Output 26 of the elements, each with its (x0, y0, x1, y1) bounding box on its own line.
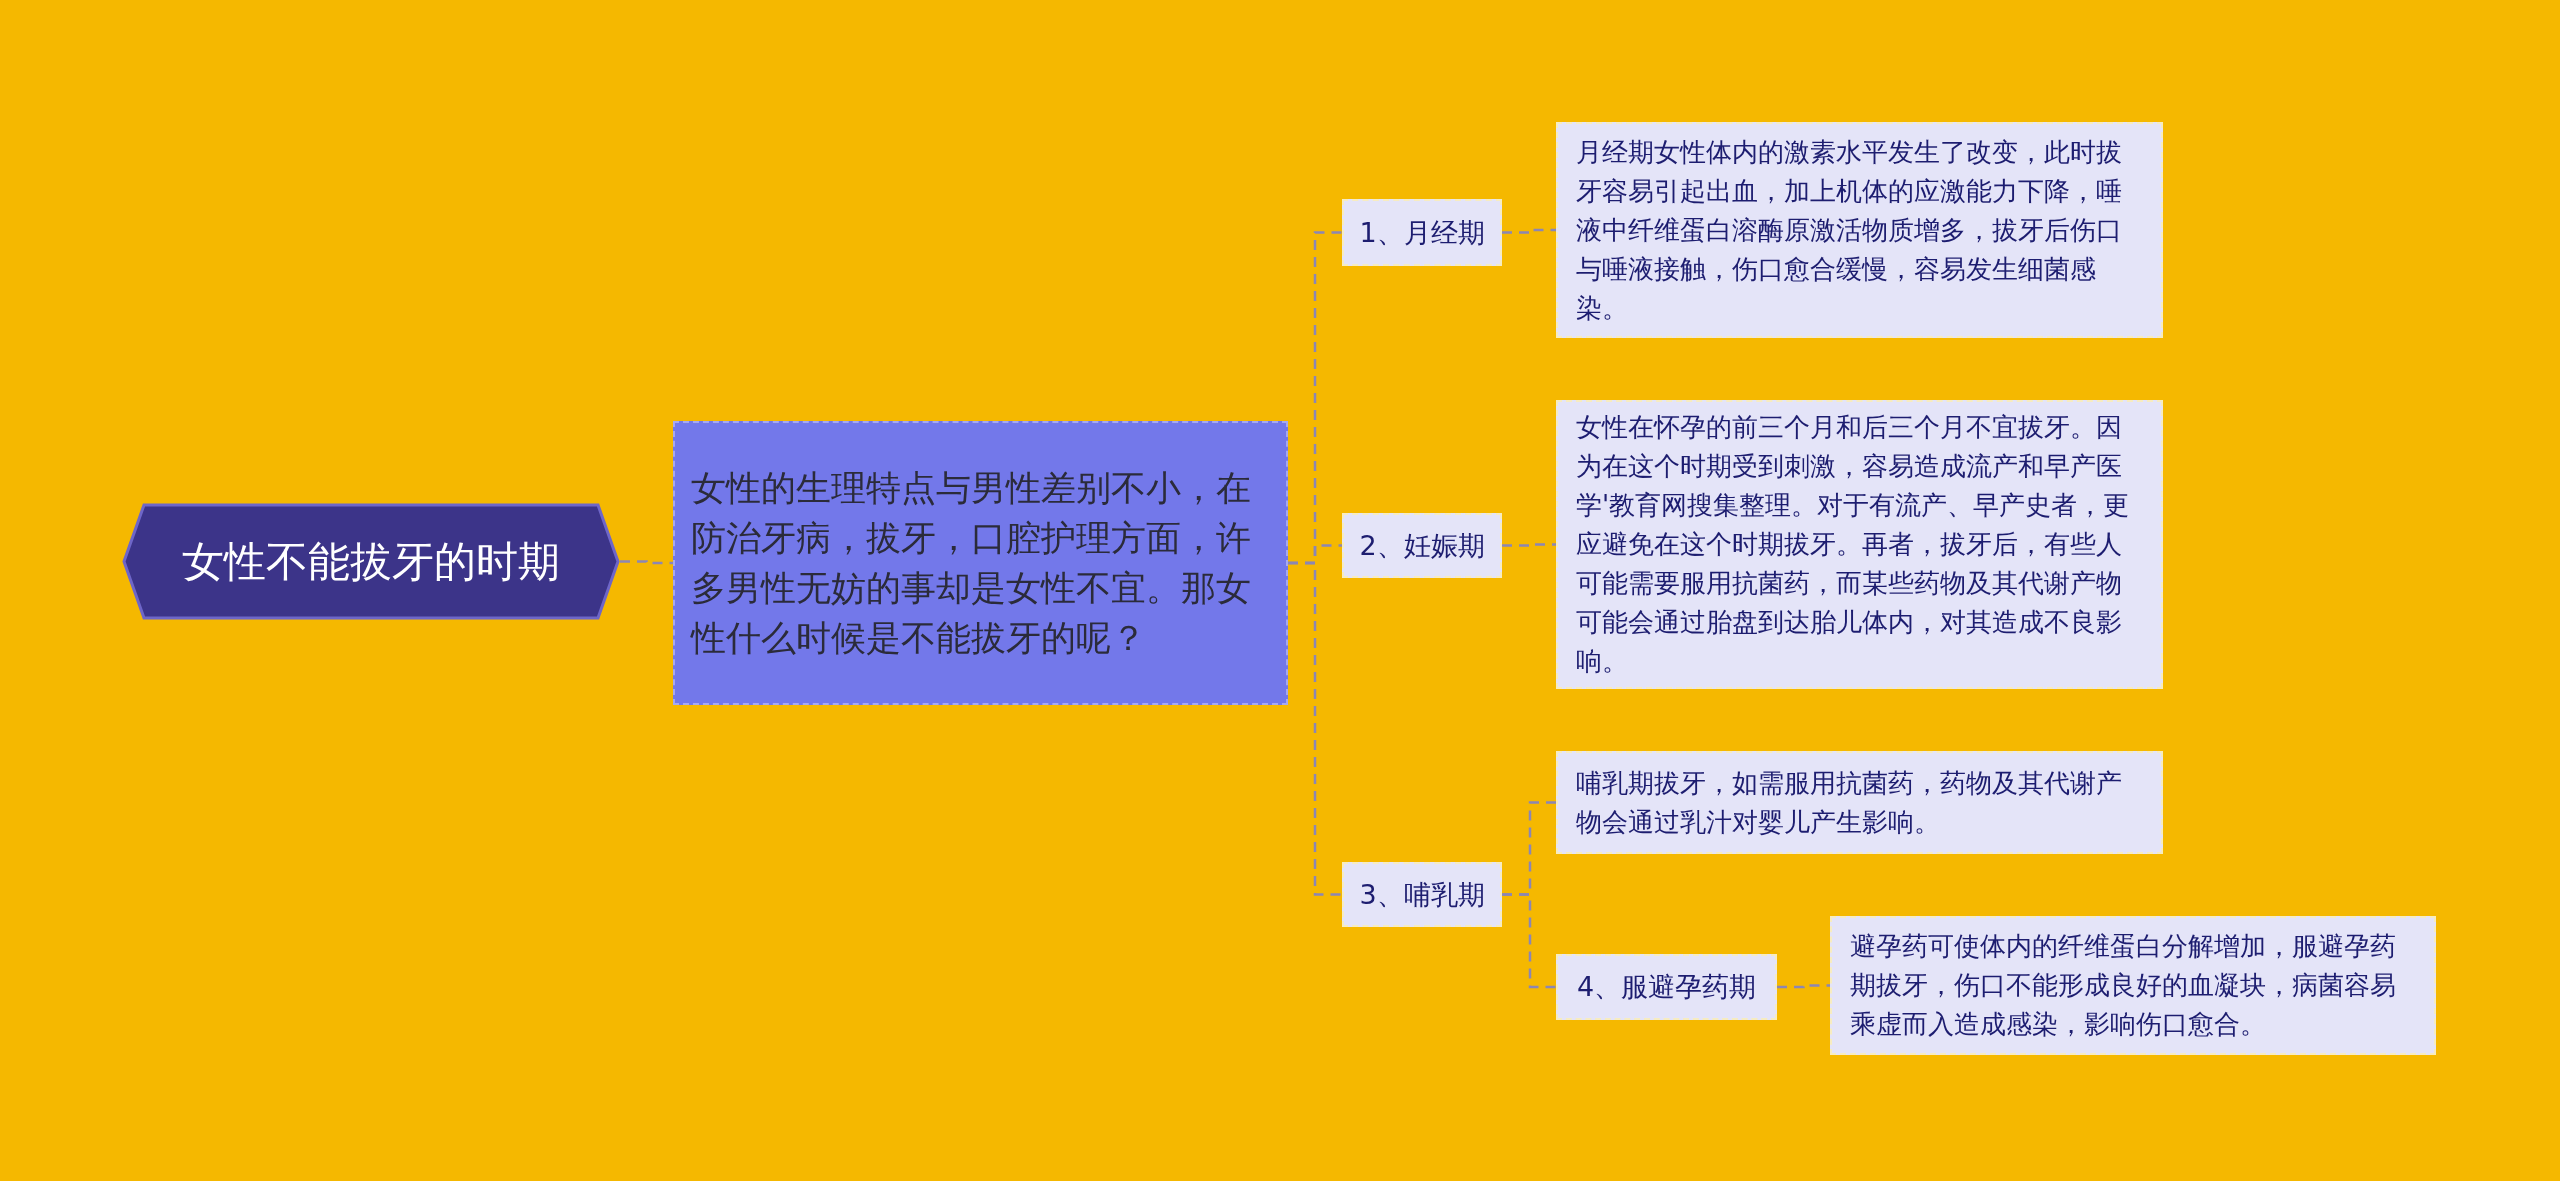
note-box (1556, 400, 2163, 689)
hexagon-node (122, 503, 620, 620)
topic-box (673, 421, 1288, 705)
connector-line (1502, 228, 1556, 234)
connector-line (1502, 543, 1556, 547)
branch-box (1342, 862, 1502, 927)
node-text: 女性的生理特点与男性差别不小，在防治牙病，拔牙，口腔护理方面，许多男性无妨的事却是女性不宜。那女性什么时候是不能拔牙的呢？ (691, 466, 1252, 661)
connector-line (620, 560, 673, 565)
note-box (1556, 751, 2163, 854)
note-box (1830, 916, 2436, 1055)
node-text: 女性在怀孕的前三个月和后三个月不宜拔牙。因为在这个时期受到刺激，容易造成流产和早产医学'教育网搜集整理。对于有流产、早产史者，更应避免在这个时期拔牙。再者，拔牙后，有些人可能需要服用抗菌药，而某些药物及其代谢产物可能会通过胎盘到达胎儿体内，对其造成不良影响。 (1576, 411, 2131, 678)
node-text: 1、月经期 (1359, 215, 1485, 250)
node-text: 月经期女性体内的激素水平发生了改变，此时拔牙容易引起出血，加上机体的应激能力下降，唾液中纤维蛋白溶酶原激活物质增多，拔牙后伤口与唾液接触，伤口愈合缓慢，容易发生细菌感染。 (1576, 135, 2123, 325)
node-text: 4、服避孕药期 (1576, 970, 1757, 1004)
node-text: 女性不能拔牙的时期 (182, 535, 560, 588)
node-text: 避孕药可使体内的纤维蛋白分解增加，服避孕药期拔牙，伤口不能形成良好的血凝块，病菌容易乘虚而入造成感染，影响伤口愈合。 (1850, 930, 2397, 1041)
connector-line (1502, 893, 1556, 989)
node-text: 3、哺乳期 (1359, 877, 1485, 912)
note-box (1556, 122, 2163, 338)
branch-box (1342, 513, 1502, 578)
connector-line (1777, 984, 1830, 989)
branch-box (1342, 199, 1502, 266)
connector-line (1288, 561, 1342, 896)
node-text: 2、妊娠期 (1359, 528, 1485, 563)
node-text: 哺乳期拔牙，如需服用抗菌药，药物及其代谢产物会通过乳汁对婴儿产生影响。 (1576, 766, 2123, 839)
branch-box (1556, 954, 1777, 1020)
